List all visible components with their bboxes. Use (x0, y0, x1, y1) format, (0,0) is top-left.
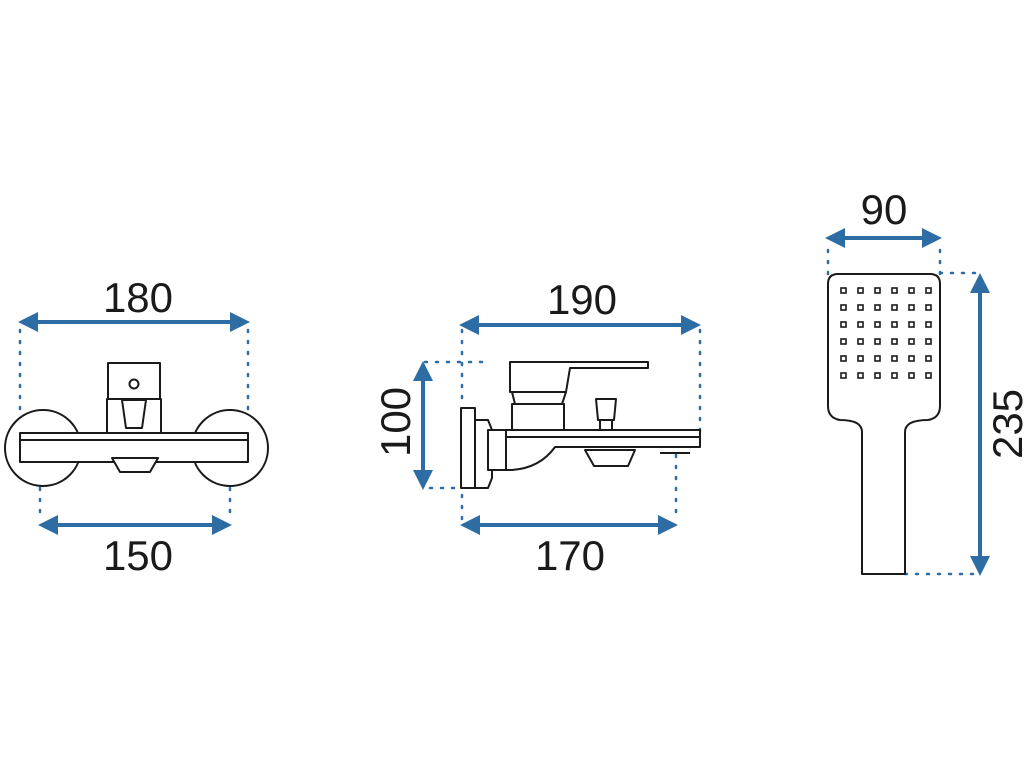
nozzle (908, 304, 915, 311)
cartridge-side (511, 403, 565, 431)
side-top-dimension: 190 (547, 276, 617, 323)
nozzle (891, 338, 898, 345)
side-bottom-dimension: 170 (535, 532, 605, 579)
nozzle (857, 321, 864, 328)
nozzle (874, 338, 881, 345)
nozzle (840, 321, 847, 328)
nozzle (874, 355, 881, 362)
nozzle (908, 355, 915, 362)
nozzle (925, 287, 932, 294)
diverter-knob-front (121, 399, 147, 429)
lever-handle-front (107, 362, 161, 400)
nozzle (840, 372, 847, 379)
nozzle (891, 321, 898, 328)
lever-base-side (511, 391, 567, 405)
nozzle (908, 338, 915, 345)
diverter-knob-side (595, 398, 617, 421)
nozzle (925, 321, 932, 328)
spout-side (584, 449, 636, 467)
side-wall-flange (460, 407, 476, 489)
nozzle (857, 304, 864, 311)
nozzle (891, 287, 898, 294)
front-bottom-dimension: 150 (103, 532, 173, 579)
hand-shower-outline (827, 273, 941, 575)
shower-height-dimension: 235 (984, 389, 1024, 459)
nozzle (874, 372, 881, 379)
front-view: 180 150 (4, 274, 269, 579)
shower-width-dimension: 90 (861, 186, 908, 233)
side-body (505, 429, 701, 471)
nozzle (857, 338, 864, 345)
nozzle (840, 355, 847, 362)
nozzle (857, 355, 864, 362)
nozzle (874, 321, 881, 328)
nozzle (840, 338, 847, 345)
front-top-dimension: 180 (103, 274, 173, 321)
nozzle (857, 372, 864, 379)
nozzle (891, 304, 898, 311)
nozzle (840, 304, 847, 311)
nozzle (908, 287, 915, 294)
nozzle (891, 355, 898, 362)
side-height-dimension: 100 (372, 387, 419, 457)
spout-front (111, 457, 159, 473)
nozzle (840, 287, 847, 294)
side-view: 190 170 100 (372, 276, 702, 579)
nozzle (908, 372, 915, 379)
nozzle (908, 321, 915, 328)
nozzle (857, 287, 864, 294)
nozzle (891, 372, 898, 379)
nozzle (925, 304, 932, 311)
nozzle (874, 304, 881, 311)
lever-indicator (128, 378, 140, 390)
nozzle-grid (840, 287, 932, 379)
nozzle (925, 372, 932, 379)
nozzle (925, 355, 932, 362)
nozzle (925, 338, 932, 345)
nozzle (874, 287, 881, 294)
hand-shower-view: 90 235 (825, 186, 1024, 576)
lever-side (509, 361, 649, 393)
